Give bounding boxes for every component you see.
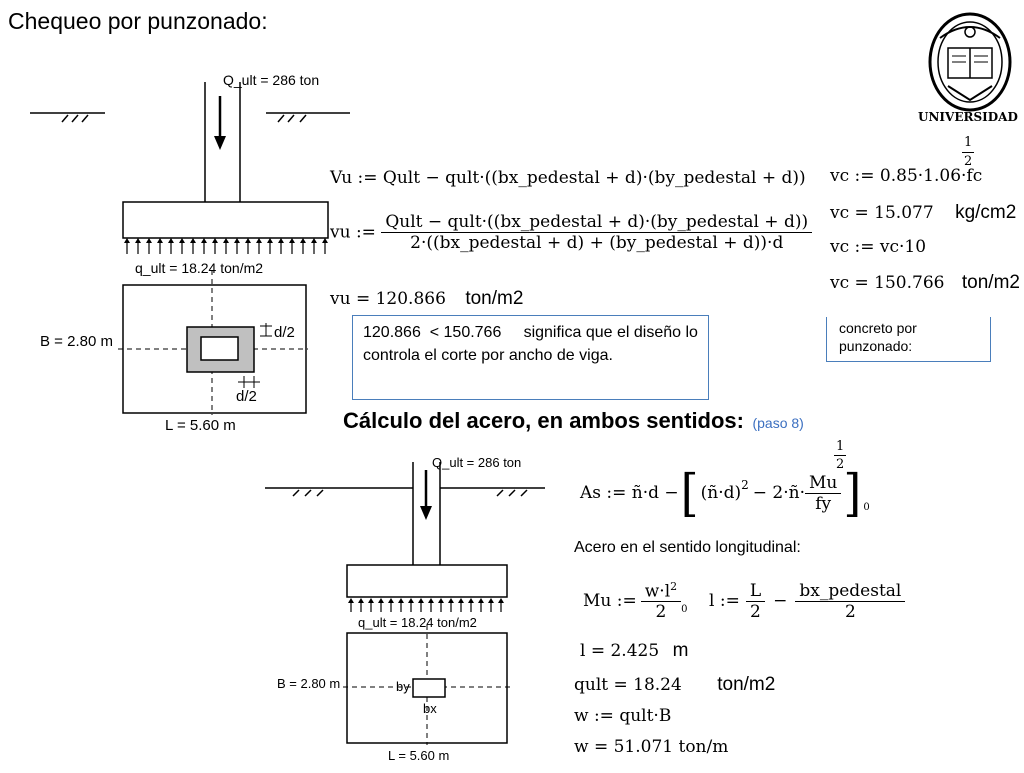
qult-val: qult = 18.24 — [574, 675, 682, 695]
b-dimension-2: B = 2.80 m — [277, 676, 341, 691]
vc-value-1: vc = 15.077 kg/cm2 — [830, 202, 1016, 224]
As-square: 2 — [741, 478, 749, 492]
university-logo — [918, 8, 1022, 148]
conclusion-text: 120.866 < 150.766 significa que el diseñ… — [363, 324, 703, 364]
As-exp-num: 1 — [834, 439, 847, 456]
qult-result: qult = 18.24 ton/m2 — [574, 674, 775, 696]
As-num: Mu — [805, 473, 842, 494]
vc-val1: vc = 15.077 — [830, 203, 934, 223]
vc-exponent: 1 2 — [962, 134, 975, 171]
Vu-rhs: Qult − qult·((bx_pedestal + d)·(by_pedes… — [382, 168, 806, 188]
Mu-num: w·l — [644, 581, 671, 602]
section-heading: Cálculo del acero, en ambos sentidos: (p… — [343, 408, 804, 434]
As-exp-den: 2 — [836, 457, 845, 472]
vu-equation: vu := Qult − qult·((bx_pedestal + d)·(by… — [330, 212, 813, 253]
vc-unit2: ton/m2 — [961, 272, 1020, 293]
Mu-lhs: Mu := — [583, 591, 637, 611]
As-sub: 0 — [863, 501, 870, 513]
vu-numerator: Qult − qult·((bx_pedestal + d)·(by_pedes… — [381, 212, 813, 233]
qult-unit: ton/m2 — [717, 674, 776, 695]
Mu-sub: 0 — [681, 603, 688, 615]
Mu-formula: Mu := w·l2 2 0 — [583, 575, 688, 627]
As-exponent: 1 2 — [834, 438, 847, 473]
vu-result-unit: ton/m2 — [465, 288, 524, 309]
vc-exp-num: 1 — [962, 134, 975, 153]
l-num2: bx_pedestal — [795, 581, 906, 602]
vc-definition: vc := 0.85·1.06·fc — [830, 166, 982, 186]
Mu-den: 2 — [655, 602, 667, 623]
l-num1: L — [745, 581, 766, 602]
vc-unit1: kg/cm2 — [955, 202, 1017, 223]
vc-value-2: vc = 150.766 ton/m2 — [830, 272, 1020, 294]
Mu-num-exp: 2 — [670, 579, 678, 593]
footing-diagram-1 — [30, 70, 350, 440]
b-dimension-1: B = 2.80 m — [40, 333, 113, 350]
pressure-label-1: q_ult = 18.24 ton/m2 — [135, 260, 264, 276]
vc-note: concreto por punzonado: — [839, 320, 917, 354]
vc-def: vc := 0.85·1.06·fc — [830, 166, 983, 186]
As-formula: As := ñ·d − [ (ñ·d) 2 − 2·ñ· Mu fy ] 0 — [580, 463, 870, 523]
l-den2: 2 — [844, 601, 856, 622]
l-val: l = 2.425 — [580, 641, 660, 661]
w-result: w = 51.071 ton/m — [574, 737, 729, 757]
l-dimension-2: L = 5.60 m — [388, 748, 450, 763]
As-inner: (ñ·d) — [700, 483, 742, 503]
vc-note-box: concreto por punzonado: — [826, 317, 991, 362]
load-label-2: Q_ult = 286 ton — [432, 455, 522, 470]
l-dimension-1: L = 5.60 m — [165, 417, 236, 434]
l-den1: 2 — [750, 601, 761, 622]
vu-result-value: vu = 120.866 — [330, 289, 446, 309]
vu-result: vu = 120.866 ton/m2 — [330, 288, 523, 310]
section-heading-text: Cálculo del acero, en ambos sentidos: — [343, 408, 744, 433]
As-mid: − 2·ñ· — [752, 483, 805, 503]
section-step: (paso 8) — [752, 415, 804, 431]
logo-text: UNIVERSIDAD — [918, 110, 1018, 124]
Vu-lhs: Vu := — [330, 168, 378, 188]
Vu-equation: Vu := Qult − qult·((bx_pedestal + d)·(by… — [330, 168, 806, 188]
slide-title: Chequeo por punzonado: — [8, 8, 268, 34]
vu-lhs: vu := — [330, 222, 376, 243]
bx-label: bx — [423, 701, 437, 716]
l-unit: m — [672, 640, 689, 661]
by-label: by — [396, 679, 410, 694]
footing-diagram-2 — [265, 450, 565, 768]
l-minus: − — [773, 591, 788, 611]
pressure-label-2: q_ult = 18.24 ton/m2 — [358, 615, 477, 630]
l-result: l = 2.425 m — [580, 640, 688, 662]
conclusion-box: 120.866 < 150.766 significa que el diseñ… — [352, 315, 709, 400]
vc-exp-den: 2 — [964, 154, 973, 169]
l-formula: l := L 2 − bx_pedestal 2 — [709, 575, 906, 627]
vc-scale: vc := vc·10 — [830, 237, 927, 257]
longitudinal-label: Acero en el sentido longitudinal: — [574, 539, 801, 556]
d2-right-label: d/2 — [274, 324, 295, 341]
As-den: fy — [815, 493, 832, 514]
w-definition: w := qult·B — [574, 706, 672, 726]
vu-denominator: 2·((bx_pedestal + d) + (by_pedestal + d)… — [410, 233, 784, 253]
d2-bottom-label: d/2 — [236, 388, 257, 405]
load-label-1: Q_ult = 286 ton — [223, 72, 320, 88]
As-lhs: As := ñ·d − — [580, 483, 679, 503]
l-lhs: l := — [709, 591, 740, 611]
vc-val2: vc = 150.766 — [830, 273, 945, 293]
